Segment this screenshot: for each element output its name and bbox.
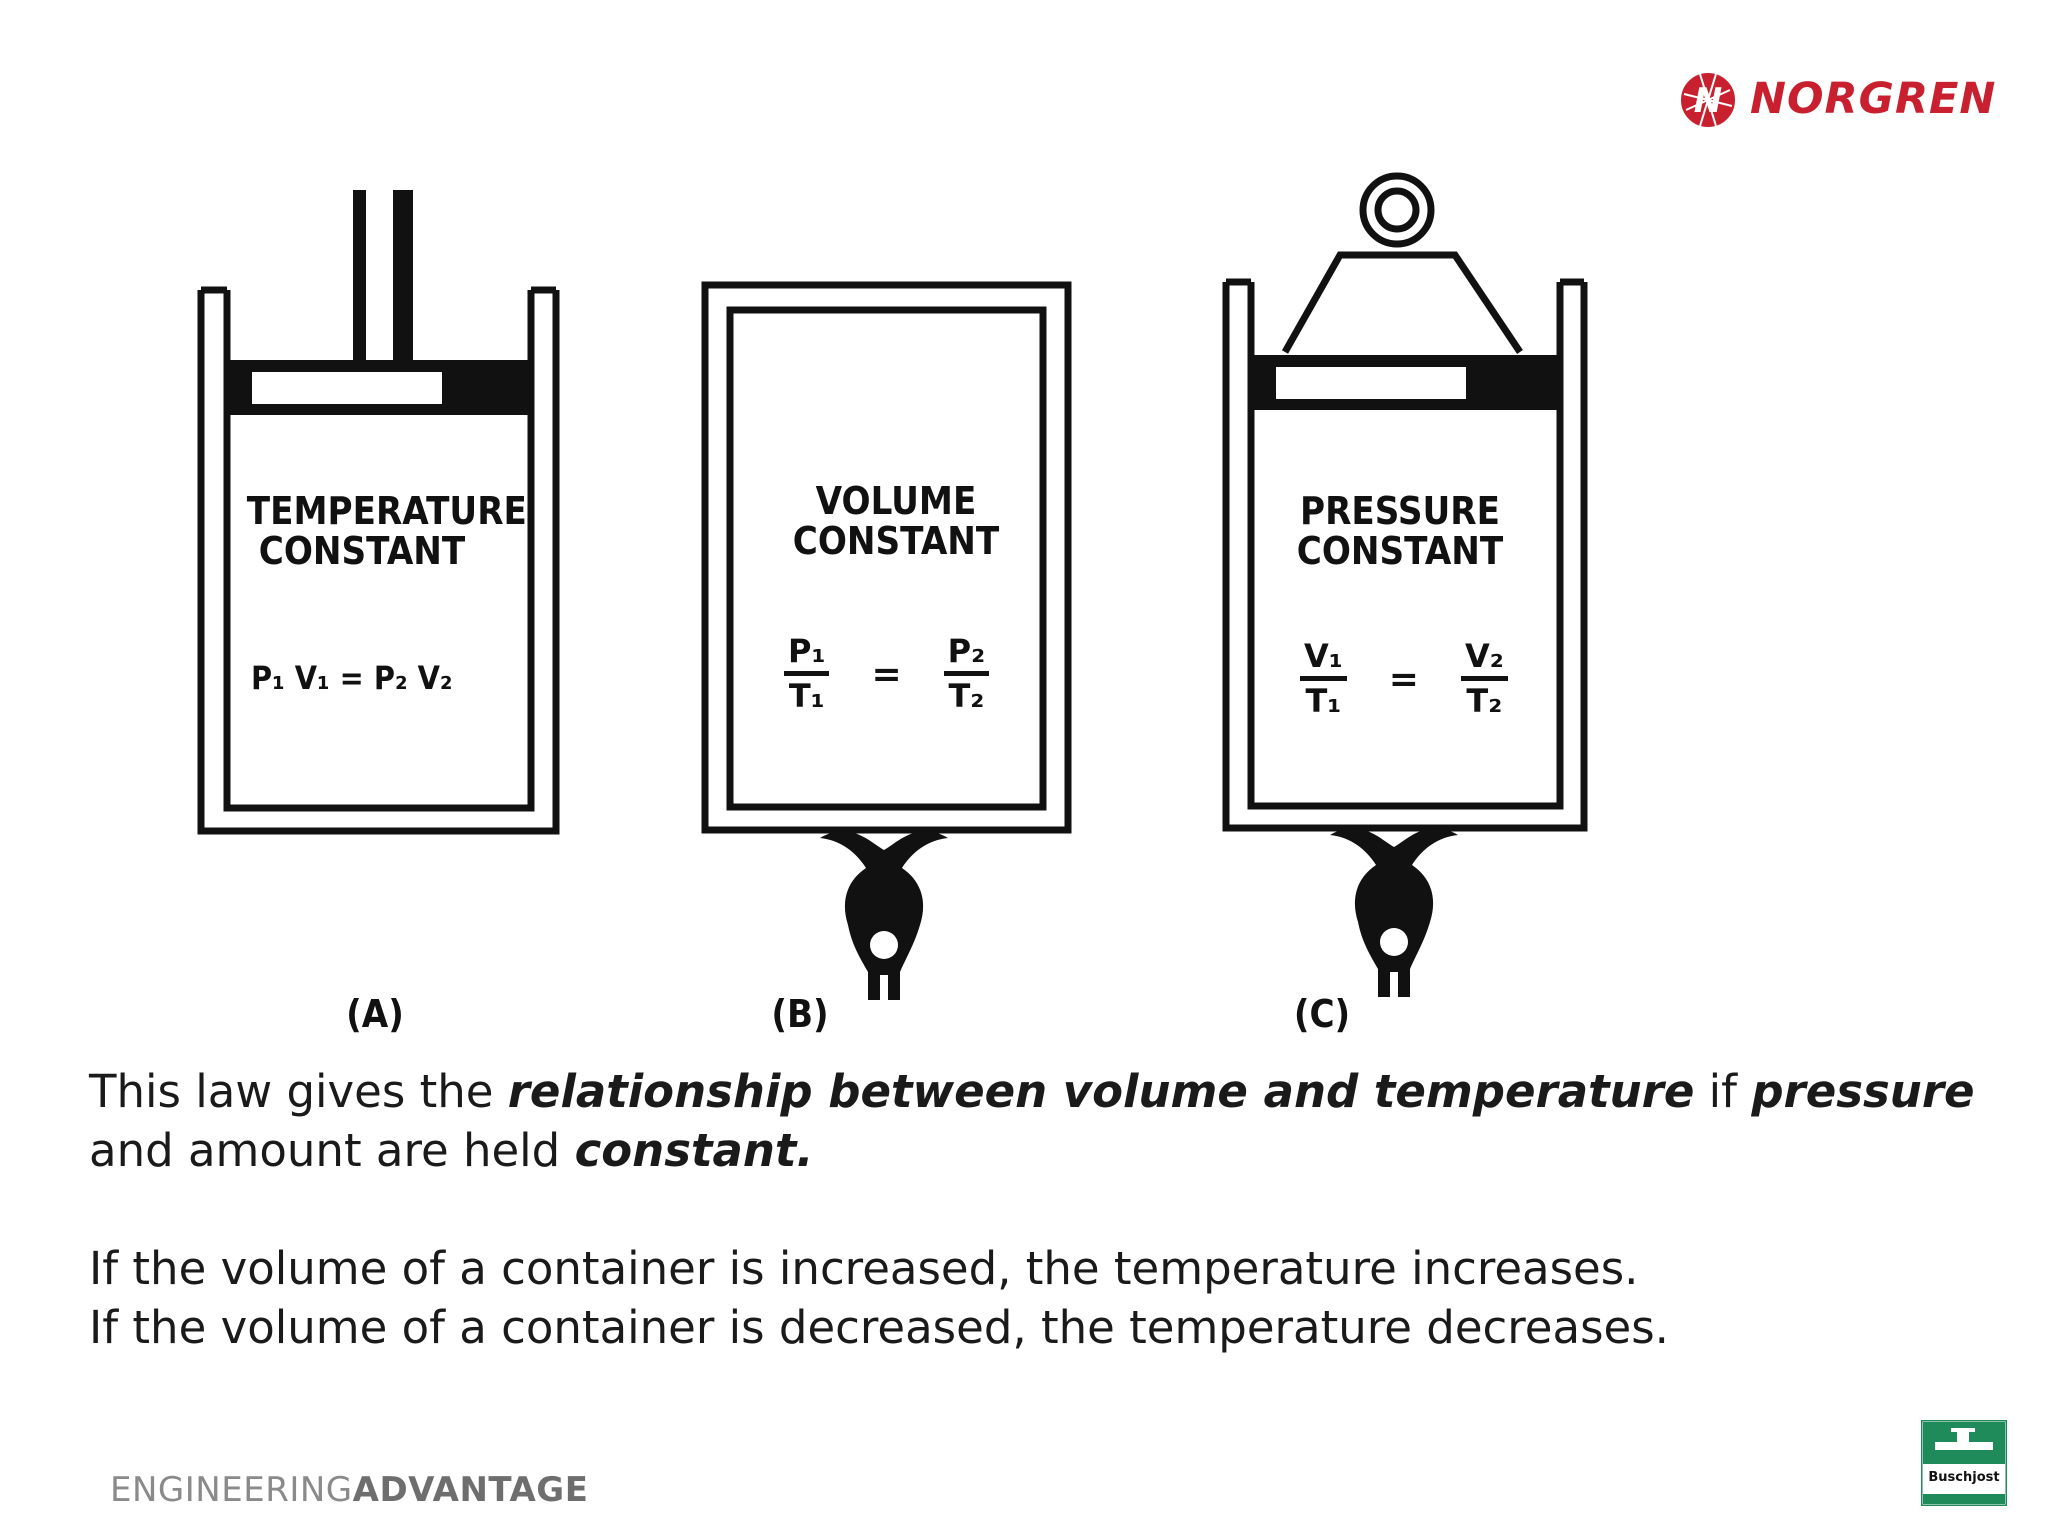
body-paragraph-1: This law gives the relationship between … <box>89 1062 1989 1180</box>
panel-b-equals: = <box>871 653 902 695</box>
panel-b-title-line1: VOLUME <box>815 479 977 523</box>
panel-c-caption: (C) <box>1293 992 1351 1036</box>
body-text: This law gives the relationship between … <box>89 1062 1989 1357</box>
panel-c-piston <box>1251 355 1560 410</box>
panel-c-num-left: V₁ <box>1300 639 1347 681</box>
panel-b-title-line2: CONSTANT <box>792 518 1000 563</box>
panel-a-equation: P₁ V₁ = P₂ V₂ <box>251 659 453 697</box>
bunsen-burner-icon <box>1330 828 1458 997</box>
gas-law-diagram: TEMPERATURE CONSTANT P₁ V₁ = P₂ V₂ (A) V… <box>197 172 1588 1036</box>
body-paragraph-2: If the volume of a container is increase… <box>89 1242 1639 1295</box>
paragraph-gap <box>89 1180 1989 1239</box>
panel-a-title-line1: TEMPERATURE <box>246 489 527 533</box>
panel-b-caption: (B) <box>771 992 829 1036</box>
panel-c-fraction-left: V₁ T₁ <box>1300 639 1347 720</box>
panel-a-caption: (A) <box>346 992 404 1036</box>
panel-b-den-right: T₂ <box>948 676 985 715</box>
body-paragraph-3: If the volume of a container is decrease… <box>89 1301 1669 1354</box>
panel-b-title: VOLUME CONSTANT <box>788 479 1004 563</box>
body-p1-e: and amount are held <box>89 1124 575 1177</box>
body-p1-c: if <box>1694 1065 1752 1118</box>
panel-a-cylinder <box>197 286 560 835</box>
panel-b-num-right: P₂ <box>943 634 990 676</box>
buschjost-valve-icon <box>1919 1418 2009 1508</box>
buschjost-wordmark: Buschjost <box>1928 1470 2000 1485</box>
norgren-logo: N NORGREN <box>1676 68 2006 134</box>
panel-c-den-left: T₁ <box>1305 681 1342 720</box>
panel-b-num-left: P₁ <box>784 634 830 676</box>
panel-c-title-line1: PRESSURE <box>1300 489 1500 533</box>
body-p1-emphasis-constant: constant. <box>574 1124 814 1177</box>
panel-c-title-line2: CONSTANT <box>1296 528 1504 573</box>
panel-b-container <box>701 281 1072 834</box>
panel-c-equation: V₁ T₁ = V₂ T₂ <box>1300 639 1508 720</box>
panel-a-piston <box>227 190 531 415</box>
svg-text:N: N <box>1694 81 1722 121</box>
panel-a-title: TEMPERATURE CONSTANT <box>246 489 527 573</box>
panel-c-den-right: T₂ <box>1466 681 1503 720</box>
norgren-wordmark: NORGREN <box>1750 74 1997 124</box>
footer-tagline: ENGINEERINGADVANTAGE <box>110 1470 588 1510</box>
body-p1-emphasis-pressure: pressure <box>1751 1065 1975 1118</box>
diagram-drawing <box>197 172 1588 1000</box>
body-p1-emphasis-relationship: relationship between volume and temperat… <box>507 1065 1695 1118</box>
panel-b-fraction-left: P₁ T₁ <box>784 634 830 715</box>
norgren-globe-icon: N <box>1679 71 1737 129</box>
bunsen-burner-icon <box>820 831 948 1000</box>
buschjost-logo: Buschjost <box>1919 1418 2009 1508</box>
panel-c-fraction-right: V₂ T₂ <box>1460 639 1508 720</box>
panel-c-equals: = <box>1388 658 1419 700</box>
tagline-strong: ADVANTAGE <box>352 1470 589 1510</box>
tagline-light: ENGINEERING <box>110 1470 353 1510</box>
body-p1-a: This law gives the <box>89 1065 508 1118</box>
panel-c-num-right: V₂ <box>1460 639 1508 681</box>
panel-b-den-left: T₁ <box>788 676 825 715</box>
panel-b-equation: P₁ T₁ = P₂ T₂ <box>784 634 990 715</box>
panel-c-cylinder <box>1222 278 1588 832</box>
panel-a-title-line2: CONSTANT <box>258 528 466 573</box>
panel-c-title: PRESSURE CONSTANT <box>1292 489 1508 573</box>
ring-weight-icon <box>1281 172 1523 354</box>
panel-b-fraction-right: P₂ T₂ <box>943 634 990 715</box>
